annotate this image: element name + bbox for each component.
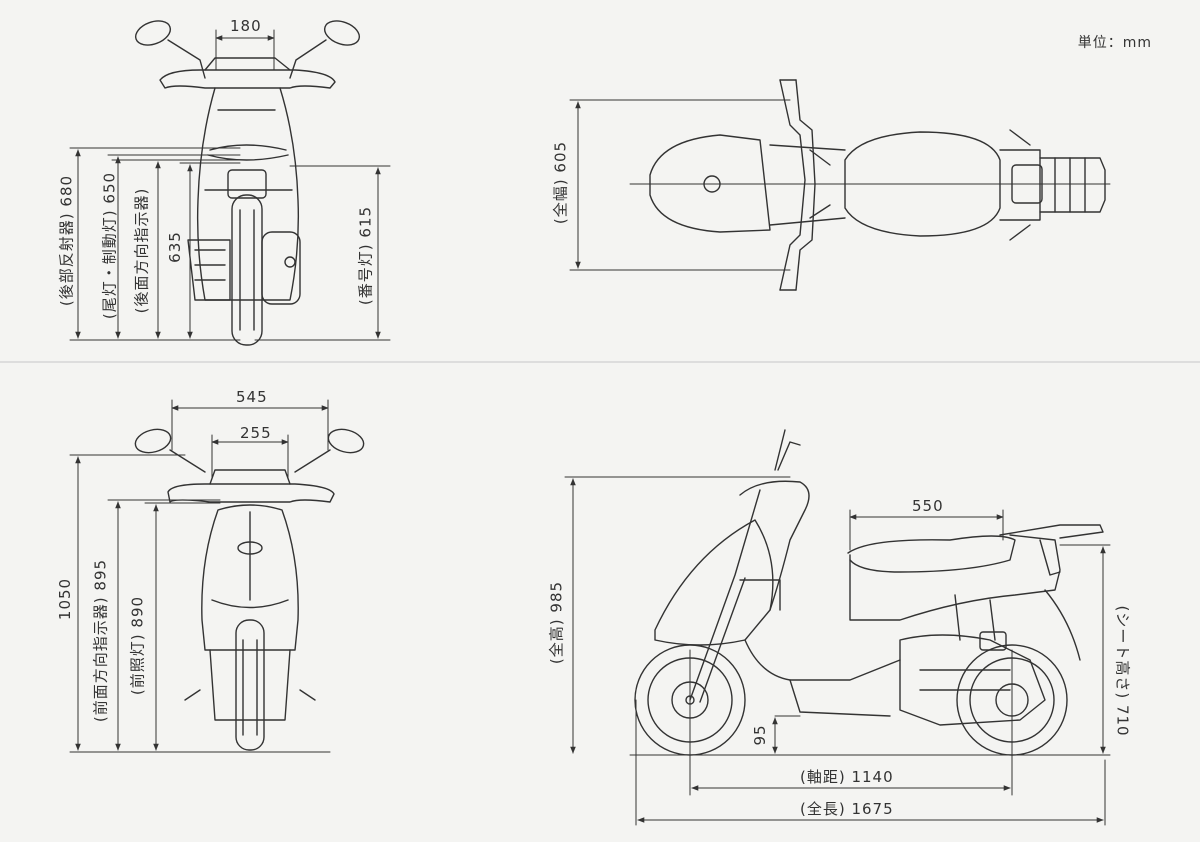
overall-width-label: (全幅) 605 [551, 140, 570, 225]
side-view-scooter [634, 429, 1104, 756]
front-view-dimensions [69, 399, 331, 753]
wheelbase-label: (軸距) 1140 [800, 768, 894, 786]
rear-turn-signal-label: (後面方向指示器) [132, 187, 151, 314]
rear-reflector-label: (後部反射器) 680 [57, 174, 76, 307]
rear-turn-signal-value: 635 [166, 231, 184, 263]
rear-view-dimensions [69, 29, 391, 341]
tail-brake-light-label: (尾灯・制動灯) 650 [100, 171, 119, 320]
side-view-dimensions [564, 476, 1111, 826]
rear-top-width-label: 180 [230, 17, 262, 35]
front-view-scooter [134, 428, 365, 751]
rear-view-scooter [134, 20, 361, 346]
top-view-dimensions [569, 99, 791, 271]
license-light-label: (番号灯) 615 [356, 205, 375, 306]
ground-clearance-label: 95 [751, 724, 769, 746]
mirror-span-label: 545 [236, 388, 268, 406]
total-height-label: 1050 [56, 577, 74, 621]
seat-length-label: 550 [912, 497, 944, 515]
overall-length-label: (全長) 1675 [800, 800, 894, 818]
handle-span-label: 255 [240, 424, 272, 442]
headlight-label: (前照灯) 890 [128, 595, 147, 696]
top-view-scooter [629, 79, 1111, 291]
seat-height-label: (シート高さ) 710 [1113, 605, 1132, 737]
overall-height-label: (全高) 985 [547, 580, 566, 665]
unit-label: 単位：mm [1077, 35, 1152, 51]
front-turn-signal-label: (前面方向指示器) 895 [91, 558, 110, 723]
